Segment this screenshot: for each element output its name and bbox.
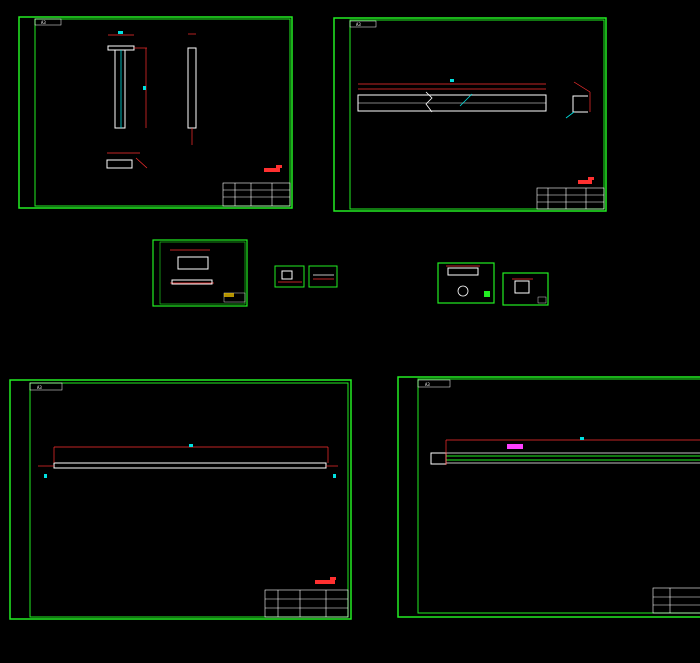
sheet-size-label: A3 xyxy=(356,22,361,27)
dimensions-sheet-1 xyxy=(108,31,196,145)
thumbnail-sheet-5[interactable] xyxy=(502,272,549,306)
drawing-sheet-4[interactable]: A3 xyxy=(397,376,700,618)
sheet-size-label: A3 xyxy=(37,385,42,390)
sheet-size-label: A3 xyxy=(425,382,430,387)
title-block xyxy=(652,587,700,614)
long-profile-view xyxy=(430,437,700,465)
drawing-sheet-1[interactable]: A3 xyxy=(18,16,293,209)
revision-stamp xyxy=(315,577,336,584)
sheet-corner-label-box xyxy=(349,20,377,28)
drawing-sheet-2[interactable]: A3 xyxy=(333,17,607,212)
thumbnail-sheet-2[interactable] xyxy=(274,265,305,288)
sheet-corner-label-box xyxy=(34,18,62,26)
thumbnail-sheet-1[interactable] xyxy=(152,239,248,307)
sheet-corner-label-box xyxy=(29,382,63,391)
revision-stamp xyxy=(578,177,594,184)
title-block xyxy=(222,182,291,207)
title-block xyxy=(264,589,349,618)
long-beam-view xyxy=(357,79,547,113)
thumbnail-sheet-3[interactable] xyxy=(308,265,338,288)
thumbnail-sheet-4[interactable] xyxy=(437,262,495,304)
drawing-sheet-3[interactable]: A3 xyxy=(9,379,352,620)
channel-section-view xyxy=(565,81,591,119)
long-bar-view xyxy=(38,444,338,478)
part-side-view xyxy=(187,47,197,129)
revision-stamp xyxy=(264,165,282,172)
part-front-view xyxy=(107,45,135,129)
sheet-corner-label-box xyxy=(417,379,451,388)
part-section-view xyxy=(106,152,148,169)
title-block xyxy=(536,187,605,210)
sheet-size-label: A3 xyxy=(41,20,46,25)
